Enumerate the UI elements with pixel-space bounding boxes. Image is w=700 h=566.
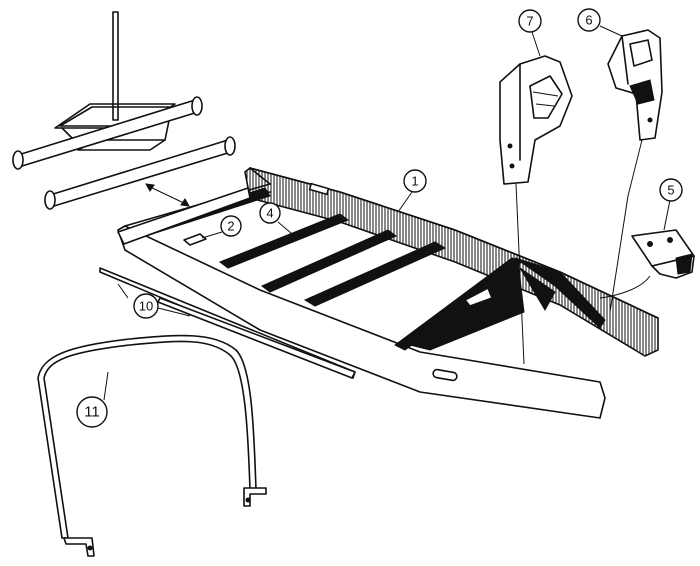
callout-10-label: 10 [139,299,153,314]
assembly-arrow [145,183,190,207]
callout-2: 2 [220,215,242,237]
chassis-frame [117,167,659,419]
callout-7: 7 [518,9,542,33]
trim-strip [99,267,356,379]
callout-6-label: 6 [585,13,592,28]
callout-11: 11 [76,396,108,428]
callout-5: 5 [659,178,683,202]
callout-1-label: 1 [411,174,418,189]
callout-1: 1 [403,169,427,193]
rear-post-left [499,55,573,185]
callout-6: 6 [577,8,601,32]
callout-10: 10 [133,293,159,319]
lifting-beam-assembly [12,11,236,210]
callout-7-label: 7 [526,14,533,29]
rear-post-right [607,29,663,141]
callout-4: 4 [259,202,281,224]
leader-lines [103,25,671,401]
callout-11-label: 11 [84,404,100,421]
callout-2-label: 2 [227,219,234,234]
callout-5-label: 5 [667,183,674,198]
spacer-block [183,233,207,246]
mounting-bracket [631,229,695,279]
callout-4-label: 4 [266,206,273,221]
roll-hoop [37,334,267,557]
